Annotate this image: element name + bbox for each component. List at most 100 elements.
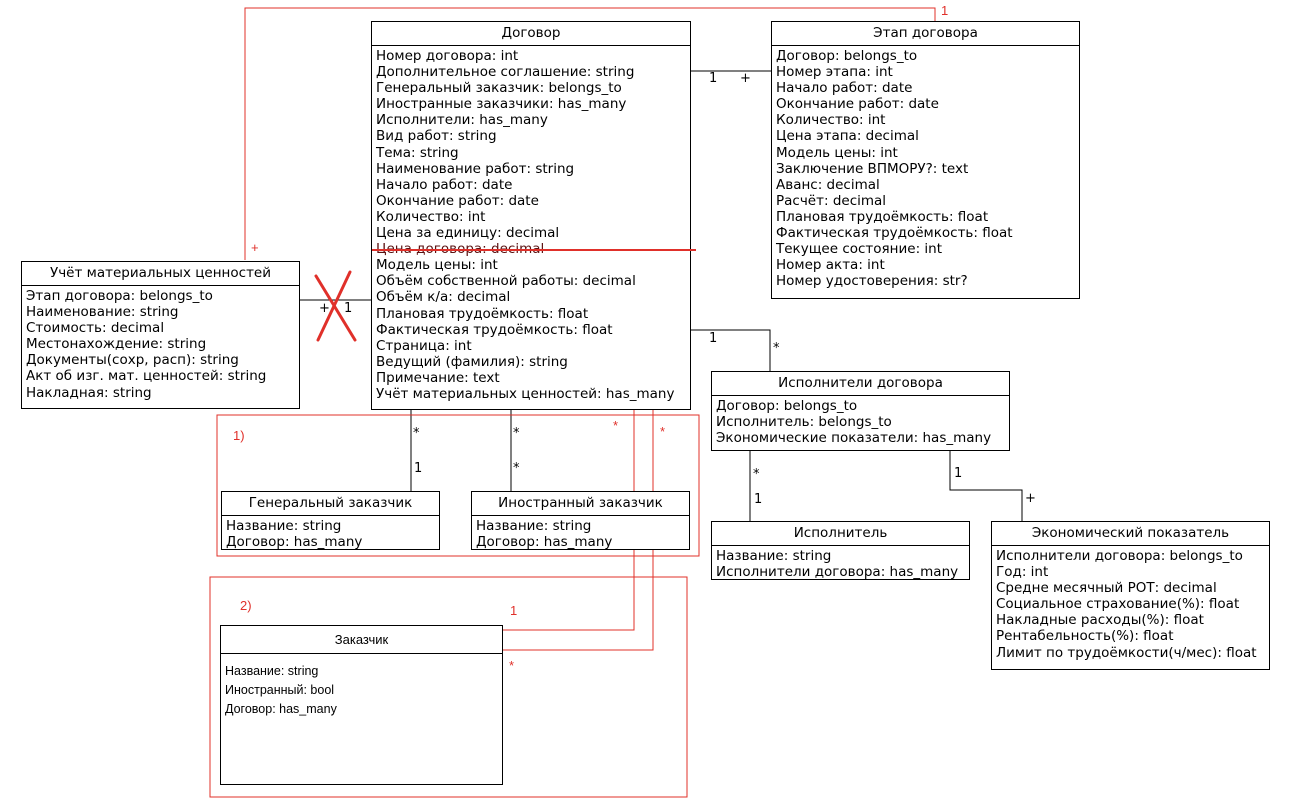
field: Плановая трудоёмкость: float — [376, 305, 589, 322]
field: Средне месячный РОТ: decimal — [996, 580, 1217, 597]
entity-title: Учёт материальных ценностей — [22, 262, 299, 286]
field: Аванс: decimal — [776, 176, 880, 193]
field: Примечание: text — [376, 369, 500, 386]
field: Рентабельность(%): float — [996, 628, 1174, 645]
field: Этап договора: belongs_to — [26, 288, 213, 304]
field: Договор: belongs_to — [776, 48, 918, 64]
field-list: Название: string Исполнители договора: h… — [712, 546, 969, 582]
field: Наименование работ: string — [376, 160, 575, 177]
entity-general-customer: Генеральный заказчик Название: string До… — [221, 491, 440, 550]
multiplicity-label: + — [740, 71, 751, 86]
multiplicity-label: 1 — [709, 71, 718, 86]
field: Фактическая трудоёмкость: float — [776, 225, 1013, 242]
assoc-contract-executors — [690, 329, 771, 371]
field: Начало работ: date — [776, 80, 913, 97]
multiplicity-label: 1 — [709, 331, 718, 346]
multiplicity-label: + — [319, 301, 330, 316]
field: Ведущий (фамилия): string — [376, 353, 568, 370]
field: Заключение ВПМОРУ?: text — [776, 160, 969, 177]
entity-title: Заказчик — [221, 626, 502, 654]
field: Цена этапа: decimal — [776, 128, 919, 145]
cross-stroke-b — [316, 270, 352, 342]
field: Исполнитель: belongs_to — [716, 414, 892, 431]
field: Страница: int — [376, 337, 472, 354]
field: Иностранный: bool — [225, 683, 335, 697]
field: Начало работ: date — [376, 176, 513, 193]
field: Плановая трудоёмкость: float — [776, 208, 989, 225]
multiplicity-label: 1 — [414, 461, 423, 476]
field: Учёт материальных ценностей: has_many — [376, 385, 675, 402]
annotation-one-customer: 1 — [510, 603, 518, 618]
field: Название: string — [225, 664, 319, 678]
field: Экономические показатели: has_many — [716, 430, 992, 447]
entity-title: Исполнители договора — [712, 372, 1009, 396]
field-list: Этап договора: belongs_to Наименование: … — [22, 286, 299, 403]
entity-economic-indicator: Экономический показатель Исполнители дог… — [991, 521, 1270, 670]
field: Местонахождение: string — [26, 336, 207, 353]
annotation-option-1: 1) — [233, 428, 245, 443]
field: Лимит по трудоёмкости(ч/мес): float — [996, 644, 1257, 661]
annotation-star-customer: * — [509, 658, 515, 673]
field: Год: int — [996, 564, 1049, 581]
field: Объём собственной работы: decimal — [376, 273, 636, 290]
field: Договор: has_many — [225, 702, 337, 716]
field: Наименование: string — [26, 304, 179, 321]
field-list: Исполнители договора: belongs_to Год: in… — [992, 546, 1269, 663]
field: Окончание работ: date — [376, 192, 539, 209]
field-list: Название: string Договор: has_many — [222, 516, 439, 552]
entity-title: Исполнитель — [712, 522, 969, 546]
field: Модель цены: int — [376, 257, 498, 274]
field: Дополнительное соглашение: string — [376, 64, 635, 81]
entity-title: Иностранный заказчик — [472, 492, 689, 516]
field: Фактическая трудоёмкость: float — [376, 321, 613, 338]
field: Акт об изг. мат. ценностей: string — [26, 368, 267, 385]
annotation-option-2: 2) — [240, 598, 252, 613]
field-list: Название: string Договор: has_many — [472, 516, 689, 552]
field: Модель цены: int — [776, 144, 898, 161]
multiplicity-label: 1 — [344, 301, 353, 316]
multiplicity-label: * — [753, 467, 760, 482]
field-list: Номер договора: int Дополнительное согла… — [372, 46, 696, 404]
entity-title: Экономический показатель — [992, 522, 1269, 546]
entity-foreign-customer: Иностранный заказчик Название: string До… — [471, 491, 690, 550]
red-link-materials-stage — [244, 7, 936, 260]
field: Исполнители договора: has_many — [716, 564, 959, 581]
field: Цена за единицу: decimal — [376, 225, 560, 242]
field: Договор: has_many — [226, 534, 363, 551]
entity-title: Генеральный заказчик — [222, 492, 439, 516]
field: Название: string — [716, 548, 832, 564]
field: Документы(сохр, расп): string — [26, 352, 239, 369]
multiplicity-label: * — [513, 461, 520, 476]
field: Объём к/а: decimal — [376, 289, 511, 306]
option-1-frame — [216, 414, 700, 557]
field: Окончание работ: date — [776, 96, 939, 113]
field: Накладные расходы(%): float — [996, 612, 1204, 629]
entity-customer: Заказчик Название: string Иностранный: b… — [220, 625, 503, 785]
field: Тема: string — [376, 144, 459, 161]
field: Исполнители: has_many — [376, 112, 548, 129]
field: Номер удостоверения: str? — [776, 273, 968, 290]
red-link-customer-one — [503, 410, 635, 631]
field-text: Цена договора: decimal — [376, 241, 545, 258]
field: Договор: belongs_to — [716, 398, 858, 414]
field: Номер договора: int — [376, 48, 519, 64]
field: Номер этапа: int — [776, 64, 893, 81]
entity-executor: Исполнитель Название: string Исполнители… — [711, 521, 970, 580]
field-list: Название: string Иностранный: bool Догов… — [221, 654, 502, 721]
entity-contract-stage: Этап договора Договор: belongs_to Номер … — [771, 21, 1080, 299]
multiplicity-label: * — [513, 426, 520, 441]
field: Социальное страхование(%): float — [996, 596, 1240, 613]
red-link-customer-many — [503, 410, 654, 651]
annotation-star: * — [613, 418, 619, 433]
field-list: Договор: belongs_to Исполнитель: belongs… — [712, 396, 1009, 448]
multiplicity-label: + — [1025, 491, 1036, 506]
field: Стоимость: decimal — [26, 320, 165, 337]
assoc-executors-economic — [949, 451, 1023, 521]
field: Генеральный заказчик: belongs_to — [376, 80, 622, 97]
option-2-frame — [209, 576, 688, 798]
annotation-star: * — [660, 424, 666, 439]
entity-contract: Договор Номер договора: int Дополнительн… — [371, 21, 696, 410]
field: Количество: int — [776, 112, 886, 129]
field: Договор: has_many — [476, 534, 613, 551]
